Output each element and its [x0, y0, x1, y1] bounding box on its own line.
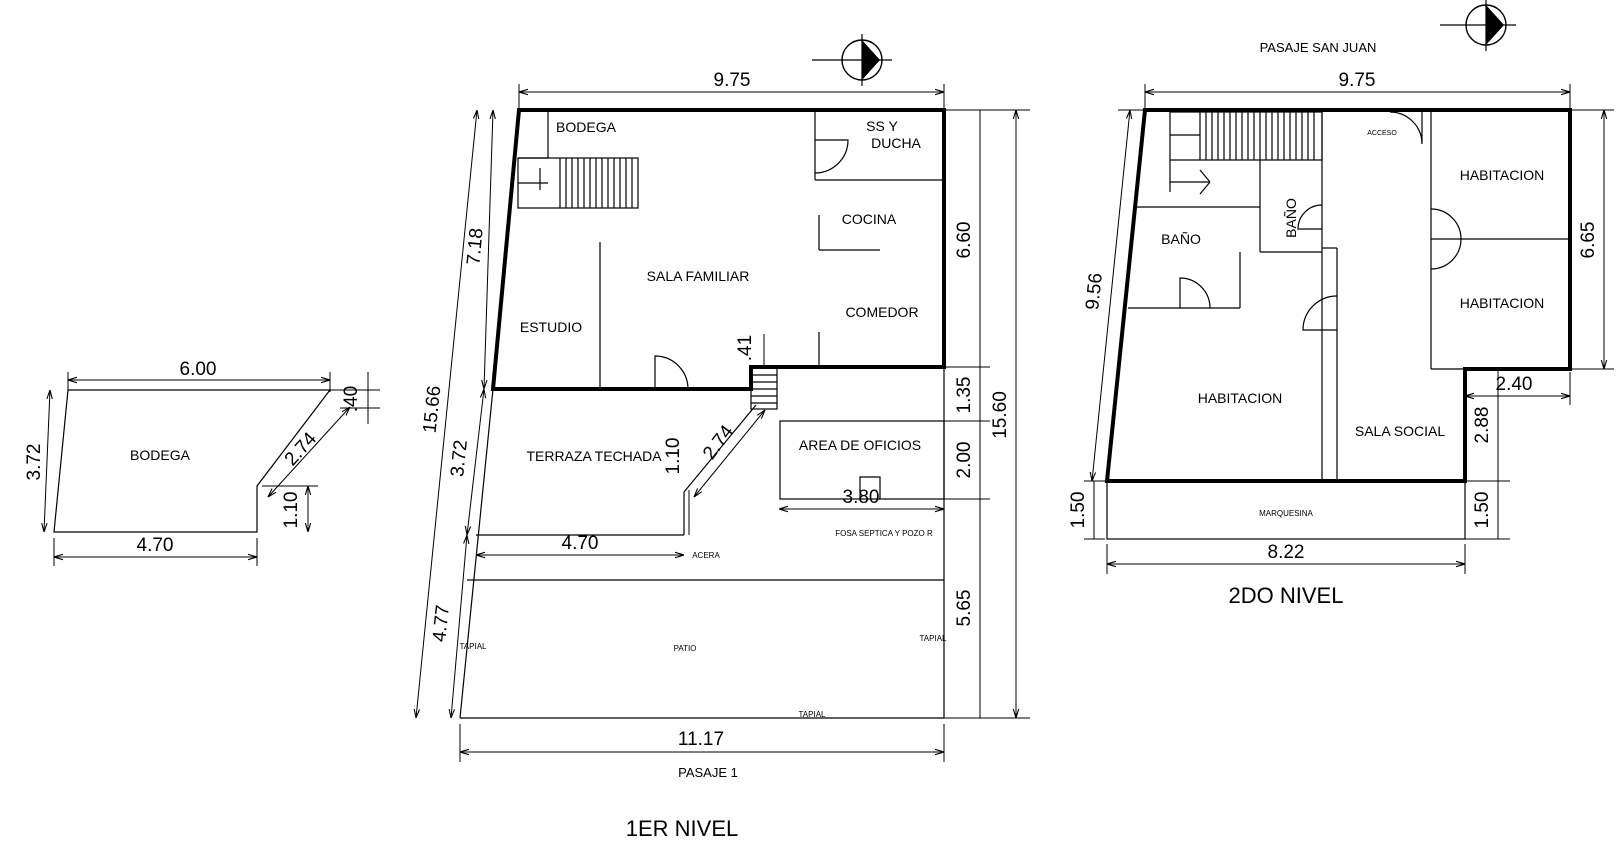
dim-line-956 — [1092, 110, 1130, 481]
plan-title-2do: 2DO NIVEL — [1229, 583, 1344, 608]
plan-1er-nivel: BODEGA SS Y DUCHA COCINA SALA FAMILIAR E… — [416, 34, 1030, 841]
room-sala-social: SALA SOCIAL — [1355, 423, 1445, 439]
dim-line-274 — [694, 410, 765, 497]
dim-110: 1.10 — [281, 492, 302, 529]
dim-110: 1.10 — [663, 438, 684, 475]
dim-line-274 — [268, 407, 350, 497]
dim-718: 7.18 — [463, 227, 487, 266]
room-habitacion-1: HABITACION — [1460, 167, 1545, 183]
door-swing-acceso — [1389, 111, 1423, 145]
dim-top: 6.00 — [180, 359, 217, 380]
door-swing-ss — [814, 139, 849, 174]
dim-665: 6.65 — [1578, 222, 1599, 259]
bodega-detail: BODEGA 6.00 3.72 4.70 .40 2.74 1.10 — [24, 359, 380, 566]
label-tapial-right: TAPIAL — [920, 634, 948, 643]
north-arrow-icon — [1440, 0, 1516, 51]
room-ss-line2: DUCHA — [871, 135, 921, 151]
plan-2do-nivel: PASAJE SAN JUAN — [1068, 0, 1614, 608]
label-fosa: FOSA SEPTICA Y POZO R — [835, 529, 933, 538]
room-terraza: TERRAZA TECHADA — [526, 448, 662, 464]
label-tapial-left: TAPIAL — [460, 642, 488, 651]
dim-1560: 15.60 — [990, 391, 1011, 439]
dim-274: 2.74 — [699, 421, 738, 464]
room-bodega: BODEGA — [556, 119, 617, 135]
dim-274: 2.74 — [281, 428, 322, 470]
dim-150-right: 1.50 — [1472, 492, 1493, 529]
door-swing-estudio — [654, 355, 689, 390]
room-ss-line1: SS Y — [866, 118, 898, 134]
dim-135: 1.35 — [954, 377, 975, 414]
dim-200: 2.00 — [954, 442, 975, 479]
room-bano-2: BAÑO — [1283, 198, 1299, 238]
label-acceso: ACCESO — [1367, 130, 1397, 137]
bodega-detail-label: BODEGA — [130, 447, 191, 463]
marquesina-box — [1106, 480, 1466, 540]
dim-040: .40 — [341, 386, 362, 412]
room-bano-1: BAÑO — [1161, 231, 1201, 247]
dim-line-372 — [467, 389, 484, 535]
dim-288: 2.88 — [1472, 407, 1493, 444]
dim-380: 3.80 — [843, 487, 880, 508]
room-comedor: COMEDOR — [845, 304, 918, 320]
room-habitacion-2: HABITACION — [1460, 295, 1545, 311]
dim-470: 4.70 — [562, 533, 599, 554]
dim-565: 5.65 — [954, 590, 975, 627]
dim-1566: 15.66 — [420, 385, 446, 434]
north-arrow-icon — [812, 34, 892, 86]
dim-150-left: 1.50 — [1068, 492, 1089, 529]
dim-956: 9.56 — [1082, 272, 1107, 311]
door-swing-habitacion — [1302, 295, 1338, 331]
dim-bottom: 11.17 — [678, 729, 724, 750]
label-marquesina: MARQUESINA — [1259, 509, 1313, 518]
street-pasaje-san-juan: PASAJE SAN JUAN — [1260, 40, 1377, 55]
label-patio: PATIO — [674, 644, 697, 653]
room-cocina: COCINA — [842, 211, 897, 227]
stairs-bodega — [517, 112, 639, 209]
dim-left: 3.72 — [24, 444, 45, 481]
label-tapial-bottom: TAPIAL — [799, 710, 827, 719]
door-swing-bano — [1179, 277, 1211, 309]
dim-041: .41 — [735, 335, 756, 361]
room-habitacion-3: HABITACION — [1198, 390, 1283, 406]
dim-bottom: 8.22 — [1268, 542, 1305, 563]
dim-240: 2.40 — [1496, 374, 1533, 395]
dim-top: 9.75 — [1339, 70, 1376, 91]
street-pasaje-1: PASAJE 1 — [678, 765, 738, 780]
dim-line-left — [44, 390, 50, 532]
area-oficios-box — [779, 420, 945, 500]
dim-660: 6.60 — [954, 222, 975, 259]
label-acera: ACERA — [692, 551, 720, 560]
stairs-small — [750, 366, 778, 410]
stairs-2do — [1169, 111, 1323, 195]
dim-bottom: 4.70 — [137, 535, 174, 556]
area-oficios-step — [859, 476, 881, 499]
dim-line-477 — [451, 535, 467, 718]
dim-line-1566 — [416, 110, 477, 718]
bodega-outline — [53, 389, 332, 533]
room-area-oficios: AREA DE OFICIOS — [799, 437, 921, 453]
door-swing-habitaciones — [1430, 208, 1462, 270]
door-swing-bano-small — [1297, 204, 1323, 230]
dim-477: 4.77 — [429, 604, 454, 643]
dim-372: 3.72 — [447, 439, 472, 478]
room-estudio: ESTUDIO — [520, 319, 582, 335]
dim-top: 9.75 — [714, 70, 751, 91]
room-sala-familiar: SALA FAMILIAR — [647, 268, 750, 284]
dim-line-718 — [484, 110, 493, 389]
plan-title-1er: 1ER NIVEL — [626, 816, 739, 841]
